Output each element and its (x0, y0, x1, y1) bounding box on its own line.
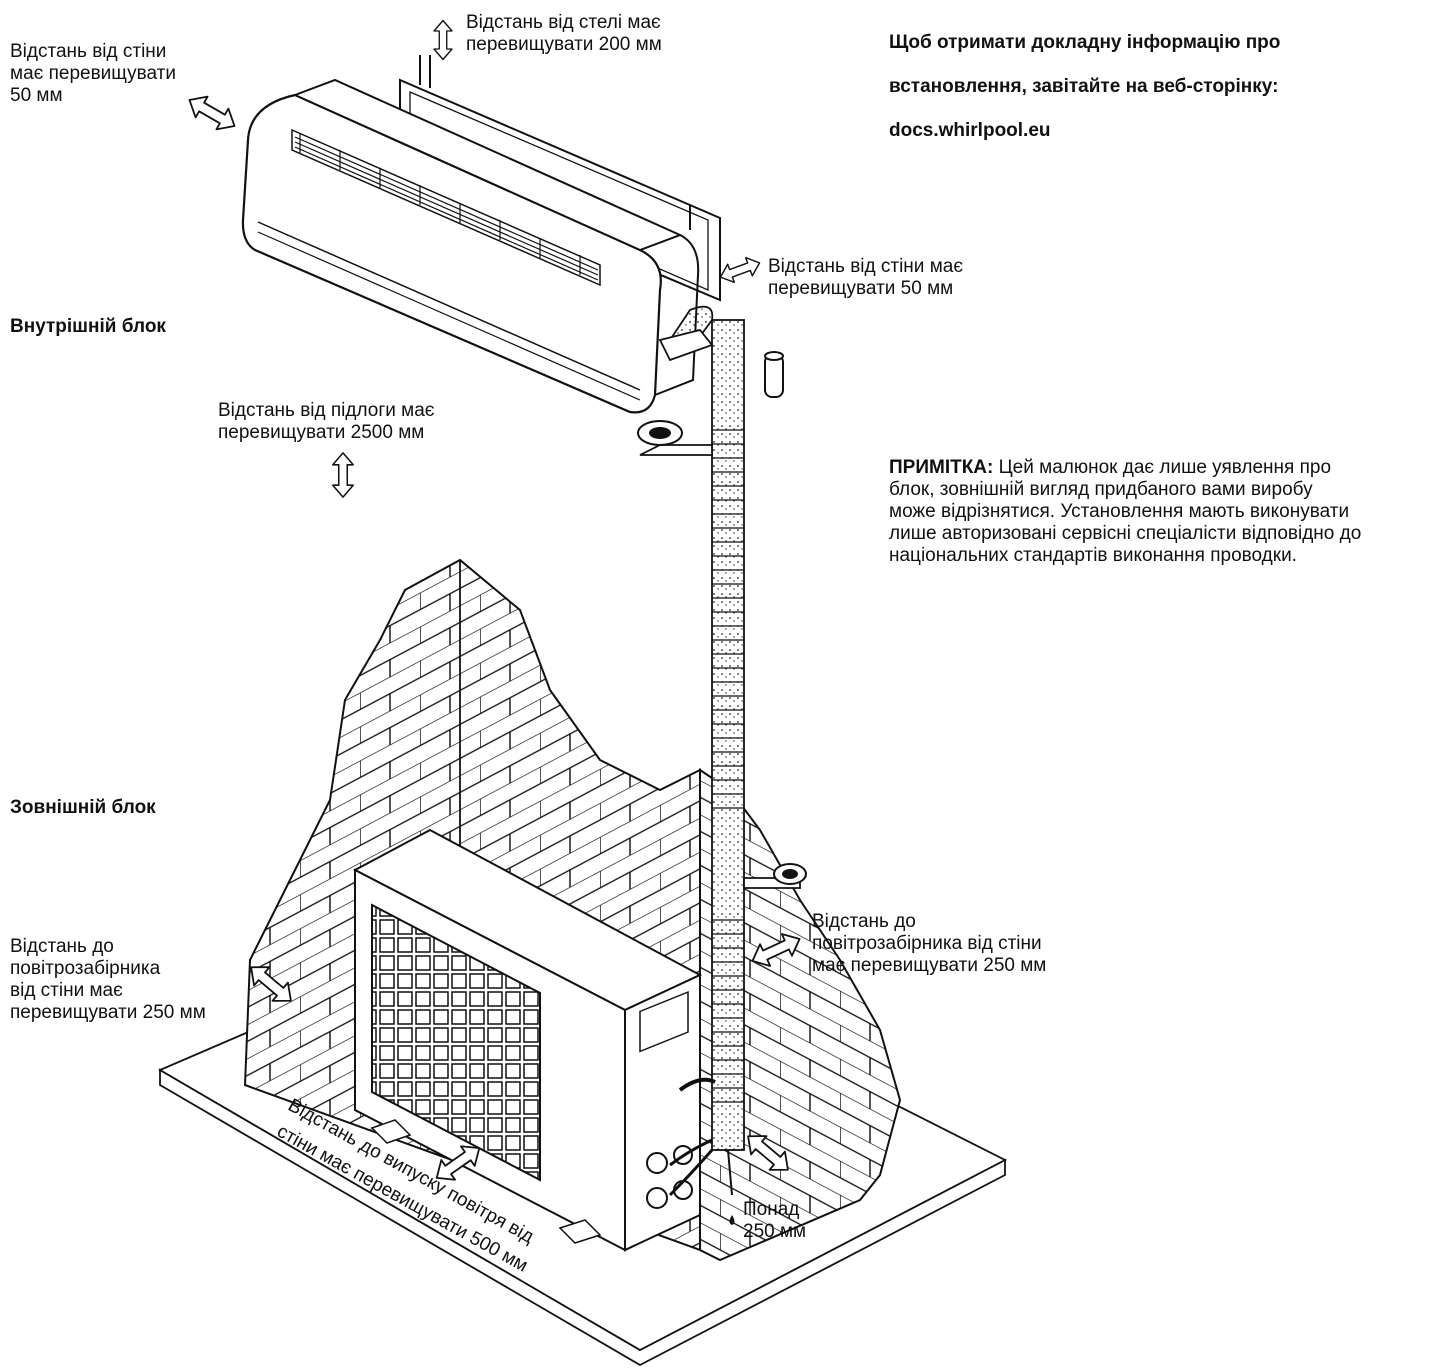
info-line-2: встановлення, завітайте на веб-сторінку: (889, 76, 1279, 97)
intake-clearance-right-label: Відстань до повітрозабірника від стіни м… (812, 911, 1047, 976)
note-block: ПРИМІТКА: Цей малюнок дає лише уявлення … (889, 457, 1361, 567)
info-line-1: Щоб отримати докладну інформацію про (889, 32, 1281, 53)
over-250-label: Понад 250 мм (743, 1199, 807, 1242)
ceiling-clearance-label: Відстань від стелі має перевищувати 200 … (466, 12, 662, 55)
note-text: Цей малюнок дає лише уявлення про блок, … (889, 457, 1362, 566)
info-block: Щоб отримати докладну інформацію про вст… (889, 10, 1280, 164)
floor-clearance-label: Відстань від підлоги має перевищувати 25… (218, 400, 435, 443)
intake-clearance-left-label: Відстань до повітрозабірника від стіни м… (10, 936, 206, 1023)
wall-clearance-right-label: Відстань від стіни має перевищувати 50 м… (768, 256, 964, 299)
indoor-unit (241, 78, 714, 414)
pipe-column (637, 305, 807, 1225)
outdoor-unit (352, 828, 703, 1252)
note-title: ПРИМІТКА: (889, 457, 994, 478)
indoor-unit-label: Внутрішній блок (10, 316, 166, 337)
info-url: docs.whirlpool.eu (889, 120, 1051, 141)
wall-clearance-left-label: Відстань від стіни має перевищувати 50 м… (10, 41, 176, 106)
outdoor-unit-label: Зовнішній блок (10, 797, 156, 818)
